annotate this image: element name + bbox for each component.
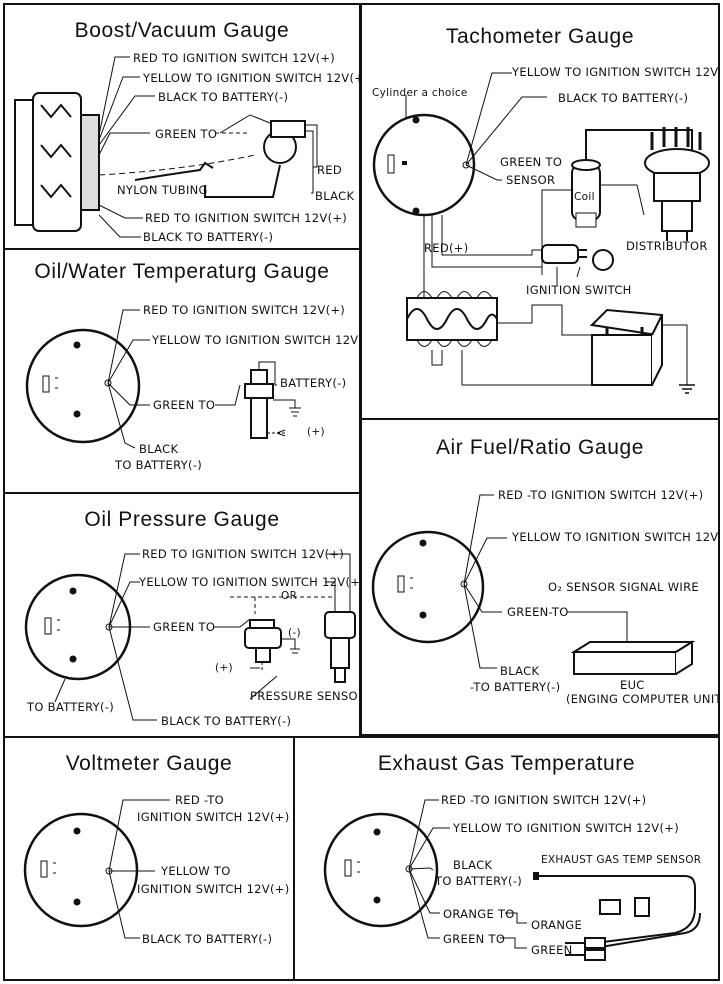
boost-green-label: GREEN TO bbox=[155, 127, 218, 141]
boost-sensor-red-label: RED bbox=[317, 163, 343, 177]
voltmeter-panel: Voltmeter Gauge RED -TO IGNITION SWITCH … bbox=[3, 736, 295, 981]
airfuel-euc1-label: EUC bbox=[620, 678, 645, 692]
airfuel-o2-label: O₂ SENSOR SIGNAL WIRE bbox=[548, 580, 699, 594]
exhaust-gas-temp-title: Exhaust Gas Temperature bbox=[377, 752, 636, 775]
exhaust-gas-temp-panel: Exhaust Gas Temperature RED -TO IGNITION… bbox=[293, 736, 720, 981]
volt-black-label: BLACK TO BATTERY(-) bbox=[142, 932, 273, 946]
boost-red2-label: RED TO IGNITION SWITCH 12V(+) bbox=[145, 211, 348, 225]
oilwater-black1-label: BLACK bbox=[139, 442, 179, 456]
voltmeter-wiring-diagram bbox=[23, 799, 170, 939]
airfuel-euc2-label: (ENGING COMPUTER UNIT) bbox=[566, 692, 720, 706]
boost-nylon-label: NYLON TUBING bbox=[117, 183, 208, 197]
egt-wiring-diagram bbox=[323, 799, 701, 961]
oilwater-plus-label: (+) bbox=[307, 426, 325, 438]
tachometer-gauge-panel: Tachometer Gauge bbox=[360, 3, 720, 420]
tach-green-label: GREEN TO bbox=[500, 155, 563, 169]
egt-red-label: RED -TO IGNITION SWITCH 12V(+) bbox=[441, 793, 647, 807]
boost-black-label: BLACK TO BATTERY(-) bbox=[158, 90, 289, 104]
egt-yellow-label: YELLOW TO IGNITION SWITCH 12V(+) bbox=[453, 821, 679, 835]
tach-ignition-label: IGNITION SWITCH bbox=[526, 283, 632, 297]
oilpressure-red-label: RED TO IGNITION SWITCH 12V(+) bbox=[142, 547, 345, 561]
air-fuel-ratio-panel: Air Fuel/Ratio Gauge RED -TO IGNITION SW… bbox=[360, 418, 720, 736]
air-fuel-ratio-title: Air Fuel/Ratio Gauge bbox=[435, 436, 645, 459]
oil-water-wiring-diagram bbox=[25, 309, 301, 449]
oilpressure-green-label: GREEN TO bbox=[153, 620, 216, 634]
boost-yellow-label: YELLOW TO IGNITION SWITCH 12V(+) bbox=[143, 71, 361, 85]
oilpressure-minus-label: (-) bbox=[288, 627, 301, 639]
egt-orange2-label: ORANGE bbox=[531, 918, 583, 932]
volt-red2-label: IGNITION SWITCH 12V(+) bbox=[137, 810, 290, 824]
volt-yellow1-label: YELLOW TO bbox=[161, 864, 231, 878]
air-fuel-wiring-diagram bbox=[371, 494, 696, 675]
oil-water-temp-title: Oil/Water Temperaturg Gauge bbox=[34, 260, 330, 283]
oilwater-green-label: GREEN TO bbox=[153, 398, 216, 412]
oilwater-battery-label: BATTERY(-) bbox=[280, 376, 347, 390]
oilpressure-yellow-label: YELLOW TO IGNITION SWITCH 12V(+) bbox=[139, 575, 361, 589]
oil-pressure-wiring-diagram bbox=[24, 553, 356, 721]
airfuel-black2-label: -TO BATTERY(-) bbox=[470, 680, 561, 694]
tach-cylinder-label: Cylinder a choice bbox=[372, 87, 468, 99]
voltmeter-title: Voltmeter Gauge bbox=[65, 752, 233, 775]
tachometer-gauge-title: Tachometer Gauge bbox=[445, 25, 635, 48]
boost-gauge-panel: Boost/Vacuum Gauge RED TO IGNITION SWITC… bbox=[3, 3, 361, 250]
egt-green2-label: GREEN bbox=[531, 943, 573, 957]
egt-sensor-label: EXHAUST GAS TEMP SENSOR bbox=[541, 854, 702, 866]
egt-orange1-label: ORANGE TO bbox=[443, 907, 515, 921]
volt-yellow2-label: IGNITION SWITCH 12V(+) bbox=[137, 882, 290, 896]
oilpressure-or-label: OR bbox=[281, 590, 298, 602]
tachometer-wiring-diagram bbox=[372, 72, 710, 394]
airfuel-black1-label: BLACK bbox=[500, 664, 540, 678]
oilwater-red-label: RED TO IGNITION SWITCH 12V(+) bbox=[143, 303, 346, 317]
airfuel-yellow-label: YELLOW TO IGNITION SWITCH 12V(+) bbox=[512, 530, 720, 544]
oil-water-temp-panel: Oil/Water Temperaturg Gauge RED TO IGNIT… bbox=[3, 248, 361, 494]
boost-red-label: RED TO IGNITION SWITCH 12V(+) bbox=[133, 51, 336, 65]
airfuel-red-label: RED -TO IGNITION SWITCH 12V(+) bbox=[498, 488, 704, 502]
tach-yellow-label: YELLOW TO IGNITION SWITCH 12V(+) bbox=[512, 65, 720, 79]
oil-pressure-title: Oil Pressure Gauge bbox=[84, 508, 280, 531]
tach-black-label: BLACK TO BATTERY(-) bbox=[558, 91, 689, 105]
oilpressure-battery-label: TO BATTERY(-) bbox=[27, 700, 115, 714]
oilpressure-plus-label: (+) bbox=[215, 662, 233, 674]
egt-black1-label: BLACK bbox=[453, 858, 493, 872]
egt-black2-label: TO BATTERY(-) bbox=[435, 874, 523, 888]
oilpressure-black-label: BLACK TO BATTERY(-) bbox=[161, 714, 292, 728]
boost-sensor-black-label: BLACK bbox=[315, 189, 355, 203]
tach-red-label: RED(+) bbox=[424, 241, 469, 255]
oilpressure-sensor-label: PRESSURE SENSOR bbox=[250, 689, 361, 703]
boost-gauge-title: Boost/Vacuum Gauge bbox=[74, 19, 290, 42]
tach-sensor-label: SENSOR bbox=[506, 173, 556, 187]
airfuel-green-label: GREEN-TO bbox=[507, 605, 569, 619]
volt-red1-label: RED -TO bbox=[175, 793, 225, 807]
boost-black2-label: BLACK TO BATTERY(-) bbox=[143, 230, 274, 244]
egt-green1-label: GREEN TO bbox=[443, 932, 506, 946]
oil-pressure-panel: Oil Pressure Gauge RED TO IGNITION SWITC… bbox=[3, 492, 361, 738]
tach-coil-label: Coil bbox=[574, 191, 595, 203]
oilwater-black2-label: TO BATTERY(-) bbox=[115, 458, 203, 472]
boost-wiring-diagram bbox=[14, 56, 318, 238]
oilwater-yellow-label: YELLOW TO IGNITION SWITCH 12V(+) bbox=[152, 333, 361, 347]
tach-distributor-label: DISTRIBUTOR bbox=[626, 239, 708, 253]
